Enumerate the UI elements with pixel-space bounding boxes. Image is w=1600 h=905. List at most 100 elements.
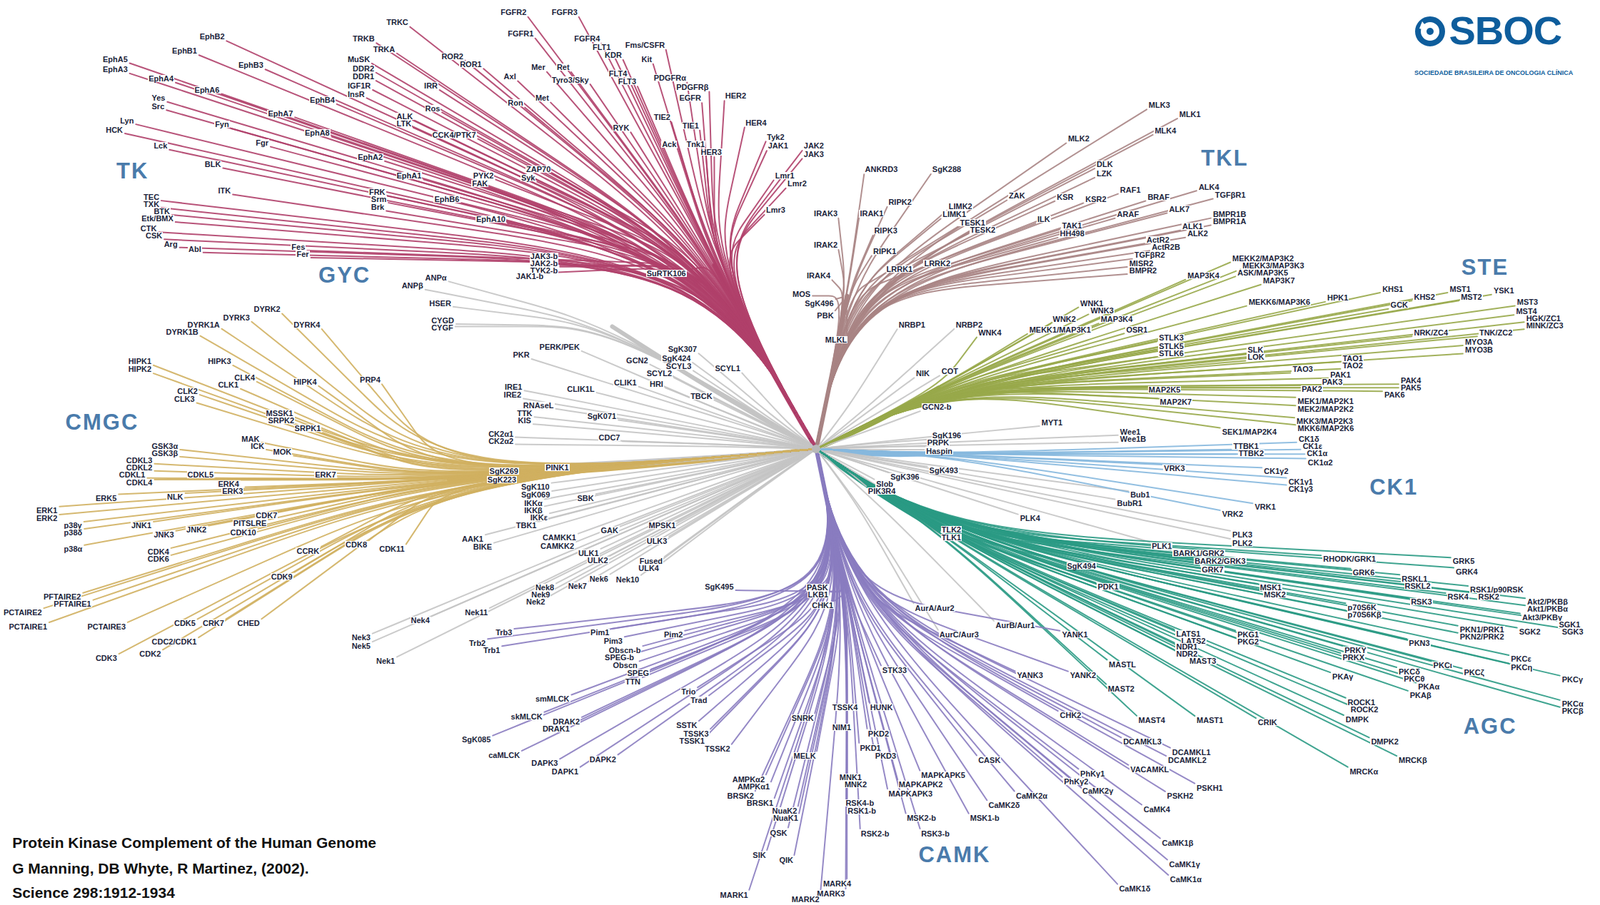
kinase-label: PKD2 xyxy=(867,730,890,738)
family-label: CAMK xyxy=(916,843,993,867)
branch-line xyxy=(816,321,1524,450)
kinase-label: RSK4-b xyxy=(844,799,875,807)
kinase-label: NRBP1 xyxy=(898,321,927,329)
kinase-label: NRBP2 xyxy=(955,321,984,329)
branch-line xyxy=(321,329,817,465)
branch-line xyxy=(816,398,1296,450)
kinase-label: BRSK2 xyxy=(726,792,755,800)
kinase-label: MSSK1 xyxy=(265,409,295,417)
kinase-label: LTK xyxy=(396,119,413,128)
kinase-label: PAK5 xyxy=(1400,384,1423,392)
branch-line xyxy=(816,200,1146,450)
branch-line xyxy=(171,449,817,549)
branch-line xyxy=(232,194,817,450)
kinase-label: PCTAIRE2 xyxy=(2,609,43,617)
kinase-label: TNK/ZC2 xyxy=(1478,329,1513,337)
kinase-label: MAPKAPK5 xyxy=(920,771,966,779)
kinase-label: CLIK1L xyxy=(566,385,596,393)
branch-line xyxy=(816,449,1346,611)
kinase-label: SRPK2 xyxy=(267,416,295,425)
kinase-label: HPK1 xyxy=(1326,294,1349,302)
kinase-label: PKAβ xyxy=(1409,691,1433,699)
kinase-label: KHS2 xyxy=(1412,293,1436,301)
kinase-label: CK2α1 xyxy=(487,430,515,438)
branch-line xyxy=(589,449,817,582)
branch-line xyxy=(816,354,1246,450)
kinase-label: Nek5 xyxy=(351,642,372,650)
branch-line xyxy=(677,148,817,450)
kinase-label: InsR xyxy=(346,90,366,98)
kinase-label: PKCδ xyxy=(1397,668,1421,676)
kinase-label: COT xyxy=(941,367,959,375)
branch-line xyxy=(257,381,817,467)
kinase-label: CK1α xyxy=(1305,449,1328,457)
branch-line xyxy=(618,420,817,450)
branch-line xyxy=(699,130,817,450)
kinase-label: ULK4 xyxy=(637,564,660,572)
kinase-label: ANPβ xyxy=(401,282,425,290)
kinase-label: LZK xyxy=(1095,169,1113,178)
branch-line xyxy=(534,416,817,450)
kinase-label: ActR2B xyxy=(1150,243,1181,251)
kinase-label: LKB1 xyxy=(807,591,830,599)
kinase-label: PKCγ xyxy=(1561,676,1584,684)
kinase-label: MLK4 xyxy=(1153,127,1177,135)
kinase-label: CSK xyxy=(144,232,163,240)
family-label: CK1 xyxy=(1367,476,1421,500)
kinase-label: TBK1 xyxy=(515,521,538,530)
branch-line xyxy=(495,179,817,450)
kinase-label: PKG1 xyxy=(1236,631,1260,639)
kinase-label: DYRK1B xyxy=(165,328,200,336)
branch-line xyxy=(724,127,817,450)
kinase-label: PIK3R4 xyxy=(867,487,897,495)
kinase-label: Lmr2 xyxy=(786,179,808,188)
kinase-label: STLK3 xyxy=(1158,334,1185,342)
kinase-label: ALK xyxy=(396,112,415,120)
kinase-label: MSK2-b xyxy=(906,814,937,822)
kinase-label: RIPK1 xyxy=(872,247,897,255)
kinase-label: MELK xyxy=(792,752,817,760)
branch-line xyxy=(812,296,839,450)
branch-line xyxy=(175,449,817,532)
kinase-label: HER2 xyxy=(724,92,747,100)
branch-line xyxy=(816,449,1408,692)
kinase-label: FGFR1 xyxy=(506,29,535,38)
kinase-label: SgK223 xyxy=(486,476,517,484)
kinase-label: Obscn xyxy=(612,661,639,669)
kinase-label: MNK2 xyxy=(843,781,868,789)
kinase-label: RSK1/p90RSK xyxy=(1469,586,1525,594)
kinase-label: TAO2 xyxy=(1341,361,1364,370)
branch-line xyxy=(693,370,817,450)
kinase-label: FGFR3 xyxy=(551,8,579,16)
kinase-label: MuSK xyxy=(346,55,371,63)
kinase-label: VACAMKL xyxy=(1129,766,1170,774)
branch-line xyxy=(731,449,834,745)
branch-line xyxy=(705,149,817,450)
kinase-label: RSK3-b xyxy=(920,830,951,838)
kinase-label: PKAα xyxy=(1417,683,1441,691)
branch-line xyxy=(748,449,834,891)
kinase-label: caMLCK xyxy=(487,751,521,759)
kinase-label: DRAK1 xyxy=(541,725,571,733)
kinase-label: TLK1 xyxy=(941,534,963,542)
branch-line xyxy=(265,69,817,450)
branch-line xyxy=(372,89,817,450)
kinase-label: CLK4 xyxy=(233,374,256,382)
kinase-label: TRKC xyxy=(385,18,410,26)
branch-line xyxy=(559,266,817,450)
kinase-label: Tyk2 xyxy=(766,133,785,141)
kinase-label: GRK4 xyxy=(1455,568,1479,576)
kinase-label: TAO1 xyxy=(1341,354,1364,362)
kinase-label: Nek9 xyxy=(530,591,551,599)
branch-line xyxy=(816,435,1118,450)
kinase-label: CLK3 xyxy=(173,395,196,403)
branch-line xyxy=(816,168,1095,450)
kinase-label: ROCK2 xyxy=(1350,706,1380,714)
kinase-label: MEK2/MAP2K2 xyxy=(1297,405,1355,413)
kinase-label: KHS1 xyxy=(1381,285,1404,293)
kinase-label: TAO3 xyxy=(1291,365,1314,373)
kinase-label: PKCι xyxy=(1432,661,1453,669)
kinase-label: IRAK2 xyxy=(813,241,839,249)
kinase-label: PFTAIRE1 xyxy=(52,600,92,608)
kinase-label: CDK10 xyxy=(229,529,258,537)
